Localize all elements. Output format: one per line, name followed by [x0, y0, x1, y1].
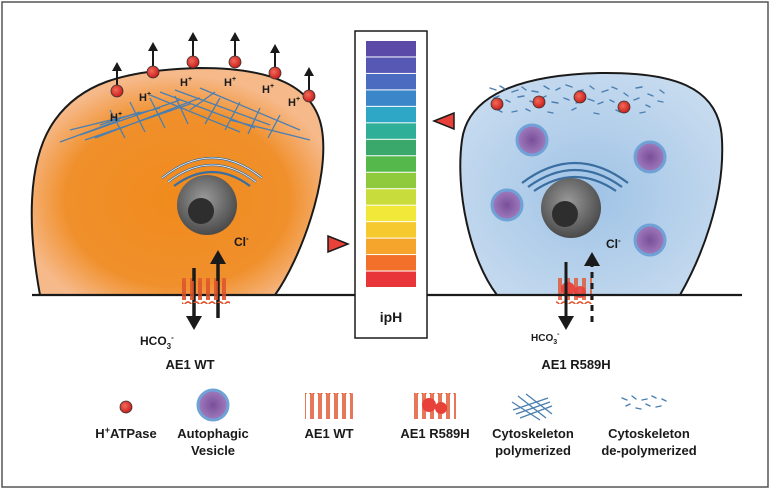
ph-color-band	[366, 41, 416, 57]
ae1-wt-transporter-overlay	[182, 281, 230, 303]
ph-color-band	[366, 172, 416, 189]
mutant-cell: Cl- HCO3- AE1 R589H	[459, 71, 724, 372]
legend-item-ae1-r589h: AE1 R589H	[400, 393, 470, 441]
ph-color-band	[366, 222, 416, 238]
proton-label: H+	[139, 91, 151, 104]
autophagic-vesicles	[490, 123, 667, 257]
mutant-cell-title: AE1 R589H	[541, 357, 610, 372]
ae1-r589h-transporter	[556, 278, 592, 304]
ph-color-band	[366, 271, 416, 287]
ph-color-band	[366, 255, 416, 271]
ph-color-band	[366, 156, 416, 172]
svg-text:Autophagic: Autophagic	[177, 426, 249, 441]
ph-color-band	[366, 57, 416, 73]
ph-color-band	[366, 90, 416, 106]
svg-text:Cytoskeleton: Cytoskeleton	[492, 426, 574, 441]
wt-cell: H+ H+ H+ H+ H+ H+ Cl- HCO3- AE1 WT	[30, 32, 325, 372]
chloride-label: Cl-	[234, 234, 249, 249]
ph-color-band	[366, 238, 416, 255]
ph-color-band	[366, 73, 416, 90]
h-atpase-icon	[119, 400, 133, 414]
autophagic-vesicle-icon	[196, 388, 230, 422]
legend: H+ATPase Autophagic Vesicle AE1 WT AE1 R…	[95, 388, 697, 458]
proton-label: H+	[110, 111, 122, 124]
ph-bars	[366, 41, 416, 287]
cytoskeleton-polymerized-icon	[59, 87, 311, 143]
svg-text:Cytoskeleton: Cytoskeleton	[608, 426, 690, 441]
svg-text:polymerized: polymerized	[495, 443, 571, 458]
legend-item-autophagic-vesicle: Autophagic Vesicle	[177, 388, 249, 458]
svg-text:AE1 WT: AE1 WT	[304, 426, 353, 441]
proton-label: H+	[224, 76, 236, 89]
svg-text:Vesicle: Vesicle	[191, 443, 235, 458]
bicarbonate-label-mutant: HCO3-	[531, 331, 560, 346]
ph-scale-label: ipH	[380, 309, 403, 325]
cytoskeleton-depolymerized-icon	[621, 395, 667, 410]
svg-text:AE1 R589H: AE1 R589H	[400, 426, 469, 441]
legend-item-cytoskeleton-polymerized: Cytoskeleton polymerized	[492, 393, 574, 458]
h-atpase-group-wt: H+ H+ H+ H+ H+ H+	[110, 32, 316, 124]
cytoskeleton-polymerized-icon	[511, 393, 553, 421]
chloride-label-mutant: Cl-	[606, 236, 621, 251]
ph-color-band	[366, 123, 416, 139]
svg-text:H+ATPase: H+ATPase	[95, 425, 156, 441]
proton-label: H+	[180, 76, 192, 89]
ph-scale: ipH	[354, 30, 428, 339]
ph-color-band	[366, 205, 416, 222]
golgi-mutant	[521, 161, 629, 192]
mutant-ph-indicator	[431, 111, 455, 131]
legend-item-ae1-wt: AE1 WT	[304, 393, 354, 441]
proton-label: H+	[262, 83, 274, 96]
svg-text:de-polymerized: de-polymerized	[601, 443, 696, 458]
ae1-wt-icon	[305, 393, 353, 419]
legend-item-cytoskeleton-depolymerized: Cytoskeleton de-polymerized	[601, 395, 697, 458]
proton-label: H+	[288, 96, 300, 109]
bicarbonate-label: HCO3-	[140, 333, 174, 351]
nucleolus-wt	[188, 198, 214, 224]
ph-color-band	[366, 139, 416, 156]
legend-item-h-atpase: H+ATPase	[95, 400, 157, 441]
nucleolus-mutant	[552, 201, 578, 227]
wt-cell-title: AE1 WT	[165, 357, 214, 372]
wt-ph-indicator	[327, 234, 351, 254]
ph-color-band	[366, 106, 416, 123]
h-atpase-group-mutant	[490, 90, 631, 114]
ph-color-band	[366, 189, 416, 205]
ae1-r589h-icon	[414, 393, 456, 419]
